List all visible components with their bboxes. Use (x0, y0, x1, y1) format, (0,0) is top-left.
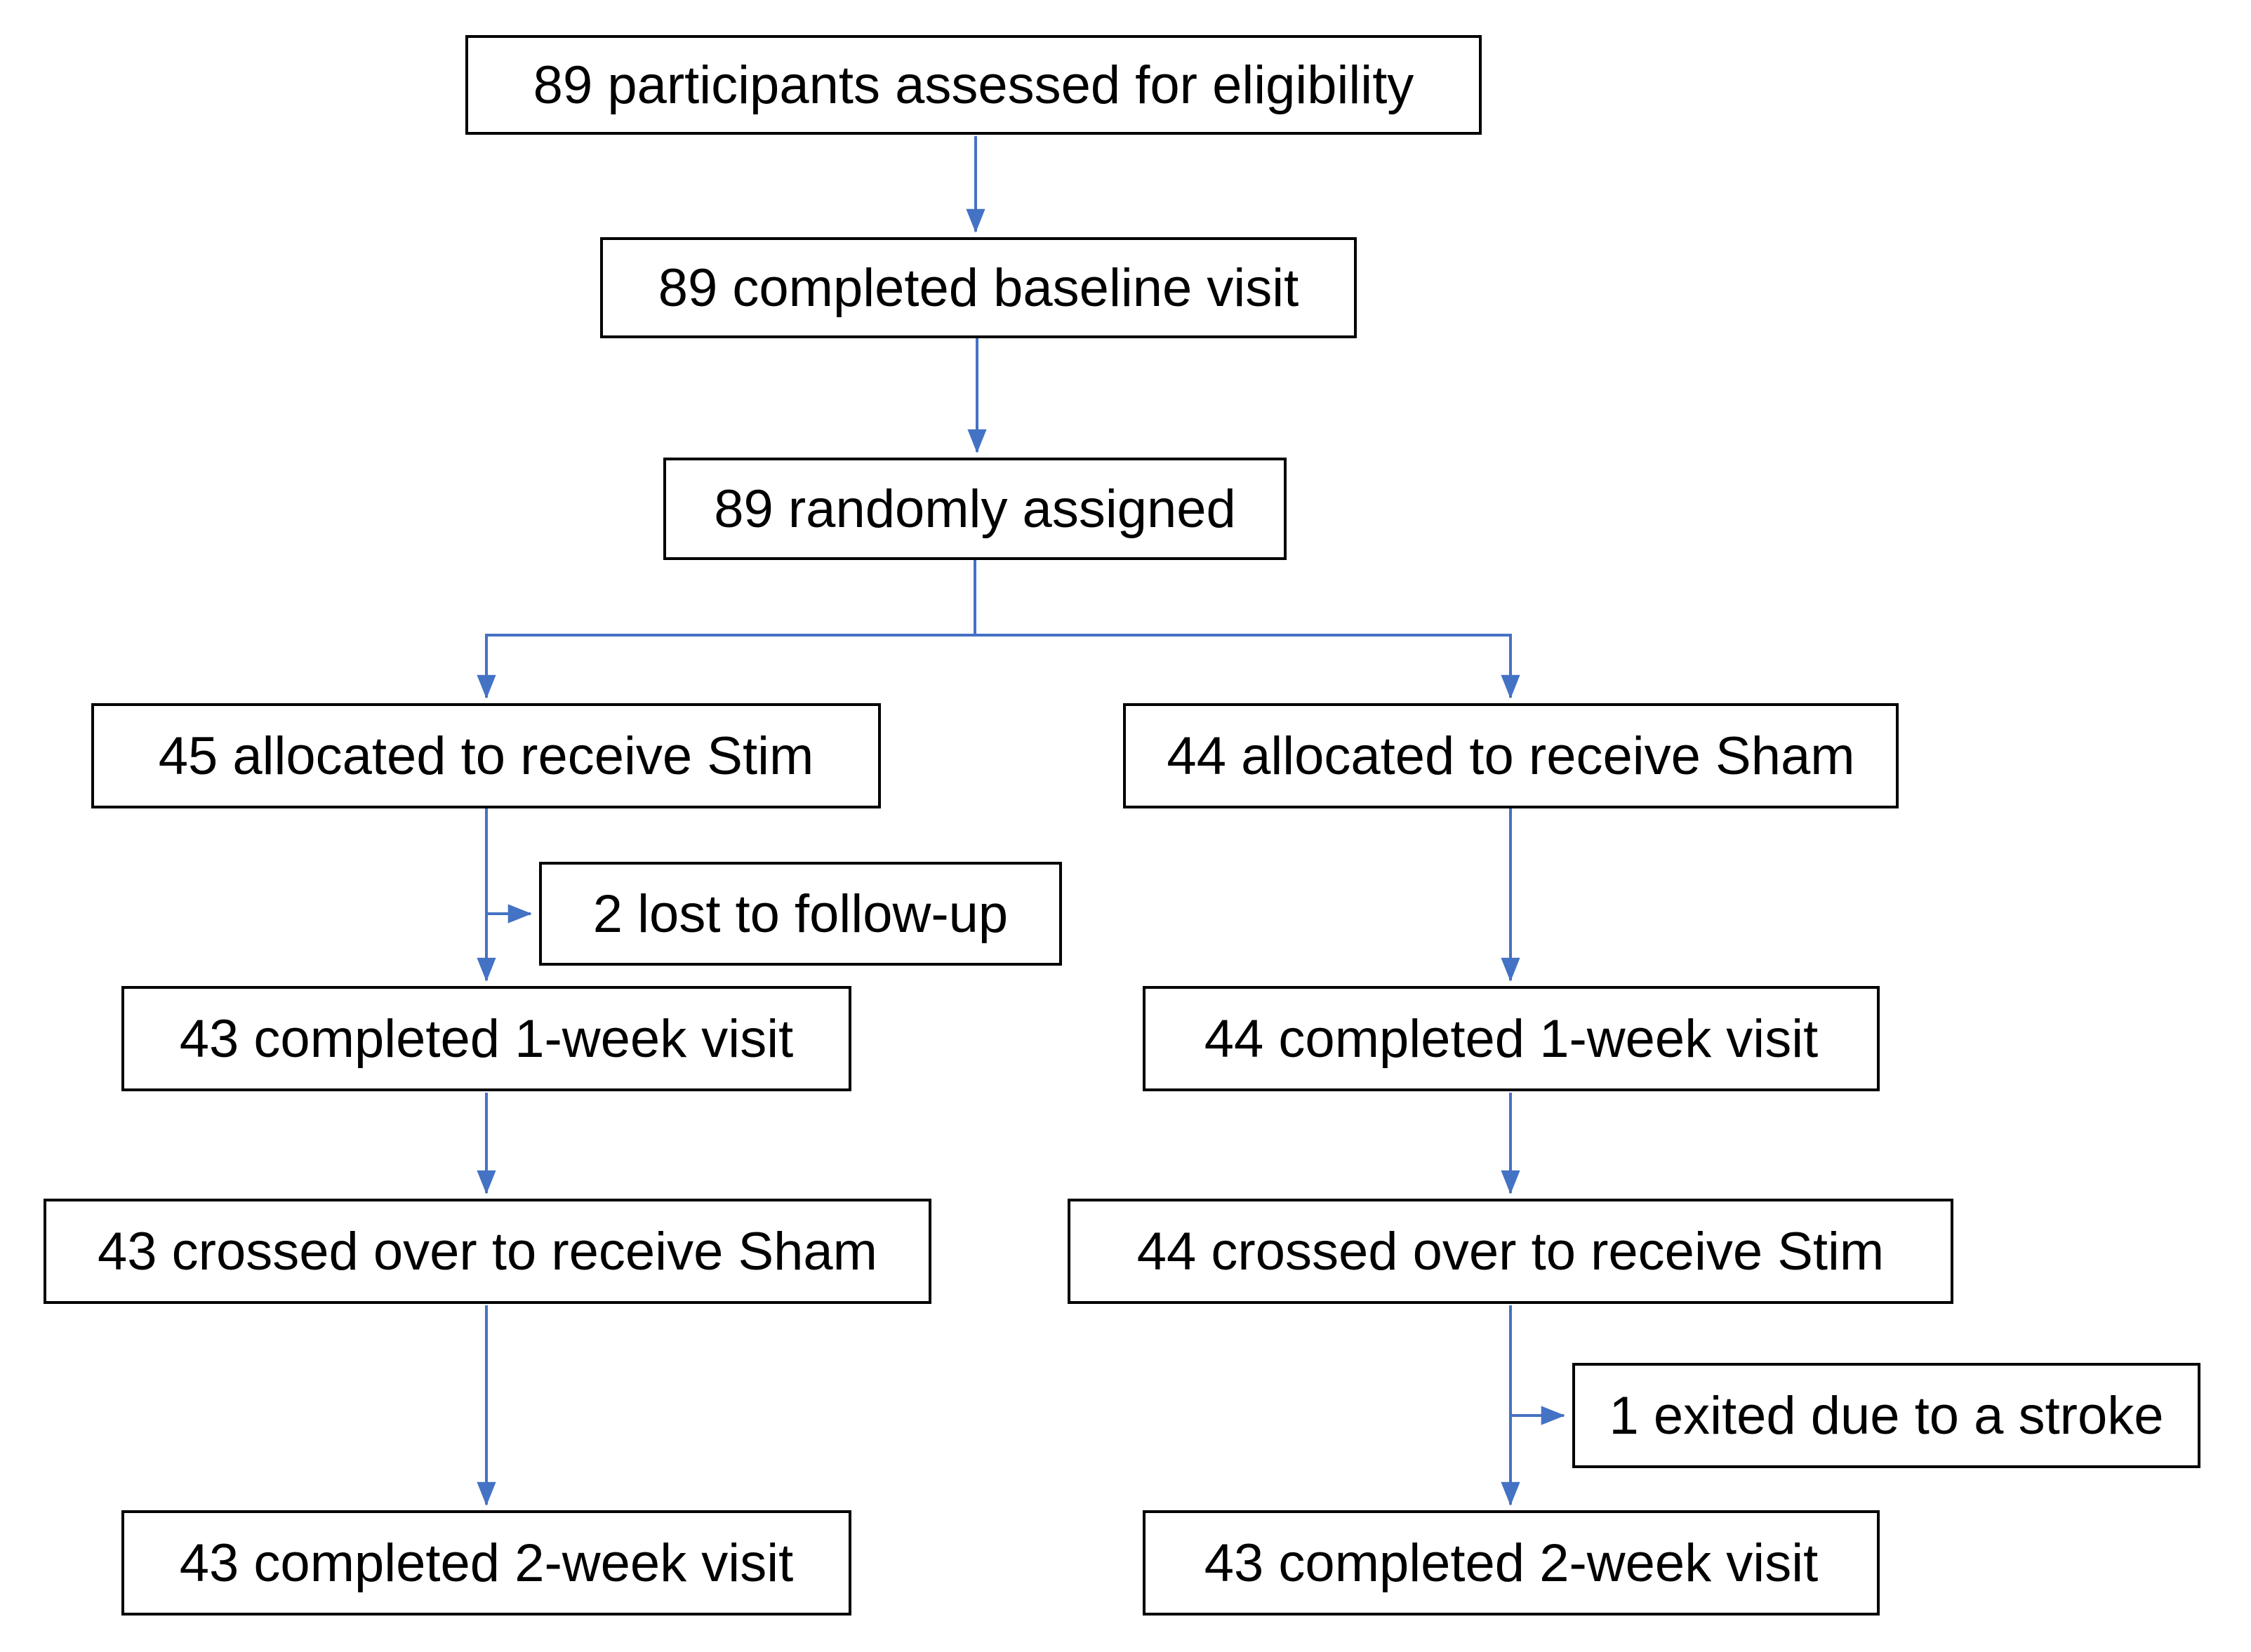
node-sham-week1-label: 44 completed 1-week visit (1204, 1008, 1819, 1069)
node-randomized: 89 randomly assigned (663, 458, 1287, 560)
node-stim-week1-label: 43 completed 1-week visit (179, 1008, 794, 1069)
node-sham-crossover-label: 44 crossed over to receive Stim (1136, 1221, 1885, 1281)
node-stim-crossover: 43 crossed over to receive Sham (44, 1199, 931, 1304)
node-sham-crossover: 44 crossed over to receive Stim (1068, 1199, 1953, 1304)
node-baseline-label: 89 completed baseline visit (658, 258, 1299, 318)
node-sham-week2-label: 43 completed 2-week visit (1204, 1533, 1819, 1593)
node-eligibility-label: 89 participants assessed for eligibility (533, 55, 1414, 115)
node-lost-followup-label: 2 lost to follow-up (592, 884, 1009, 944)
node-sham-allocated-label: 44 allocated to receive Sham (1167, 726, 1855, 786)
node-stim-allocated-label: 45 allocated to receive Stim (158, 726, 814, 786)
node-lost-followup: 2 lost to follow-up (539, 862, 1062, 966)
node-stroke-exit: 1 exited due to a stroke (1572, 1363, 2200, 1468)
node-eligibility: 89 participants assessed for eligibility (465, 35, 1482, 135)
node-stroke-exit-label: 1 exited due to a stroke (1609, 1385, 2164, 1446)
node-sham-week2: 43 completed 2-week visit (1143, 1510, 1880, 1616)
node-stim-week2-label: 43 completed 2-week visit (179, 1533, 794, 1593)
node-randomized-label: 89 randomly assigned (714, 479, 1236, 539)
node-stim-crossover-label: 43 crossed over to receive Sham (98, 1221, 877, 1281)
node-sham-allocated: 44 allocated to receive Sham (1123, 703, 1899, 808)
node-stim-allocated: 45 allocated to receive Stim (91, 703, 881, 808)
node-stim-week2: 43 completed 2-week visit (121, 1510, 851, 1616)
node-sham-week1: 44 completed 1-week visit (1143, 986, 1880, 1091)
node-baseline: 89 completed baseline visit (600, 237, 1357, 338)
node-stim-week1: 43 completed 1-week visit (121, 986, 851, 1091)
